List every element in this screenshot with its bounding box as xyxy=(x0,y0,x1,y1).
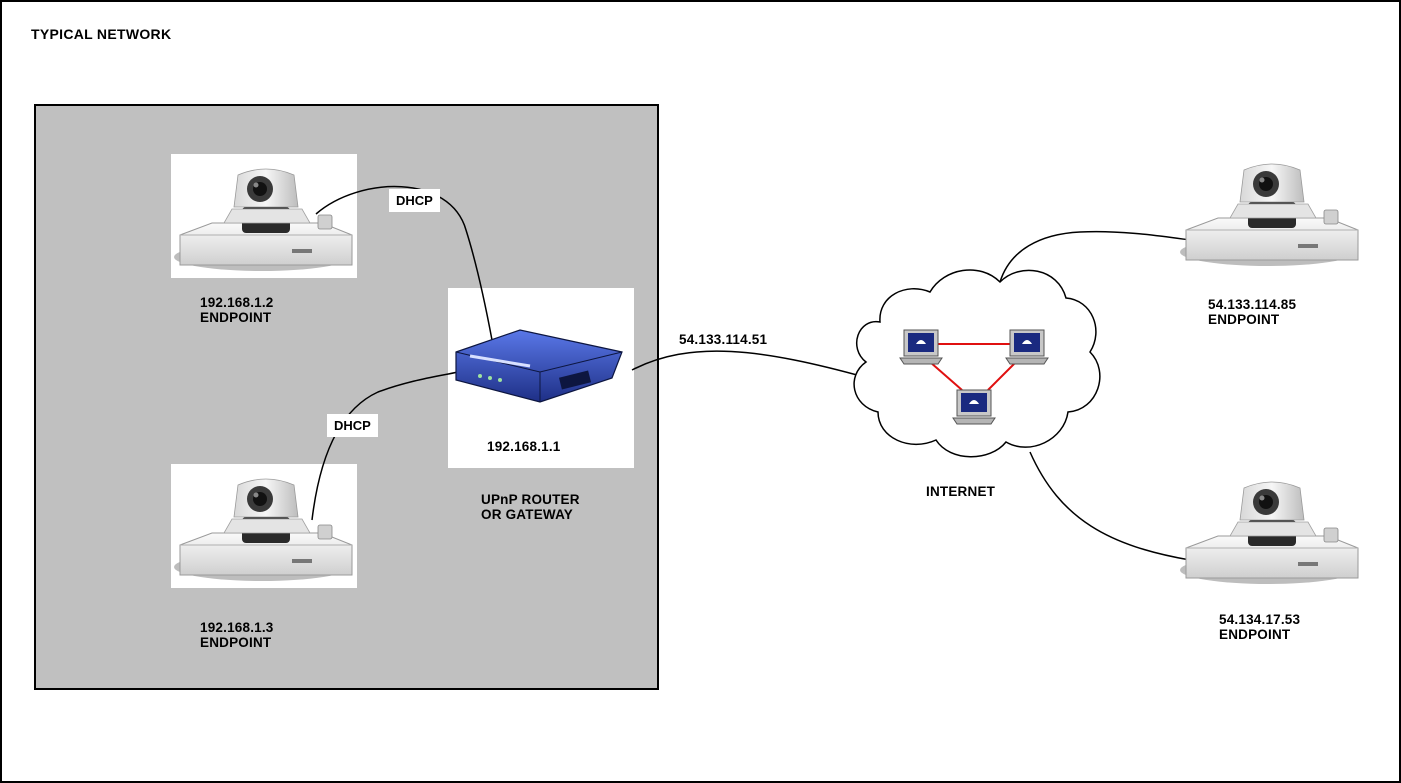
dhcp-label-top: DHCP xyxy=(389,189,440,212)
dhcp-label-bottom: DHCP xyxy=(327,414,378,437)
mesh-link-left xyxy=(929,361,963,391)
link-internet-endpoint-top xyxy=(999,230,1191,283)
remote-endpoint-top-ip: 54.133.114.85 xyxy=(1208,297,1297,312)
router-name-label: UPnP ROUTER OR GATEWAY xyxy=(481,492,580,522)
remote-endpoint-bottom-label: 54.134.17.53 ENDPOINT xyxy=(1219,612,1300,642)
internet-cloud-icon xyxy=(853,269,1101,458)
router-name-line1: UPnP ROUTER xyxy=(481,492,580,507)
internet-node-left-icon xyxy=(899,329,943,365)
router-name-line2: OR GATEWAY xyxy=(481,507,574,522)
internet-label: INTERNET xyxy=(926,484,996,499)
router-icon xyxy=(455,329,623,403)
endpoint-top-label: 192.168.1.2 ENDPOINT xyxy=(200,295,274,325)
endpoint-bottom-ip: 192.168.1.3 xyxy=(200,620,274,635)
endpoint-bottom-label: 192.168.1.3 ENDPOINT xyxy=(200,620,274,650)
remote-endpoint-top-role: ENDPOINT xyxy=(1208,312,1280,327)
remote-endpoint-top-label: 54.133.114.85 ENDPOINT xyxy=(1208,297,1296,327)
remote-endpoint-bottom-role: ENDPOINT xyxy=(1219,627,1291,642)
remote-endpoint-bottom-ip: 54.134.17.53 xyxy=(1219,612,1301,627)
link-endpoint-top-router xyxy=(315,185,493,341)
internet-node-right-icon xyxy=(1005,329,1049,365)
router-ip-label: 192.168.1.1 xyxy=(487,439,561,454)
link-internet-endpoint-bottom xyxy=(1029,451,1191,561)
endpoint-top-ip: 192.168.1.2 xyxy=(200,295,274,310)
wan-ip-label: 54.133.114.51 xyxy=(679,332,768,347)
internet-node-bottom-icon xyxy=(952,389,996,425)
endpoint-top-role: ENDPOINT xyxy=(200,310,272,325)
mesh-link-right xyxy=(987,361,1017,391)
endpoint-bottom-role: ENDPOINT xyxy=(200,635,272,650)
diagram-title: TYPICAL NETWORK xyxy=(31,26,172,42)
link-router-internet xyxy=(631,350,869,379)
link-endpoint-bottom-router xyxy=(311,371,459,521)
